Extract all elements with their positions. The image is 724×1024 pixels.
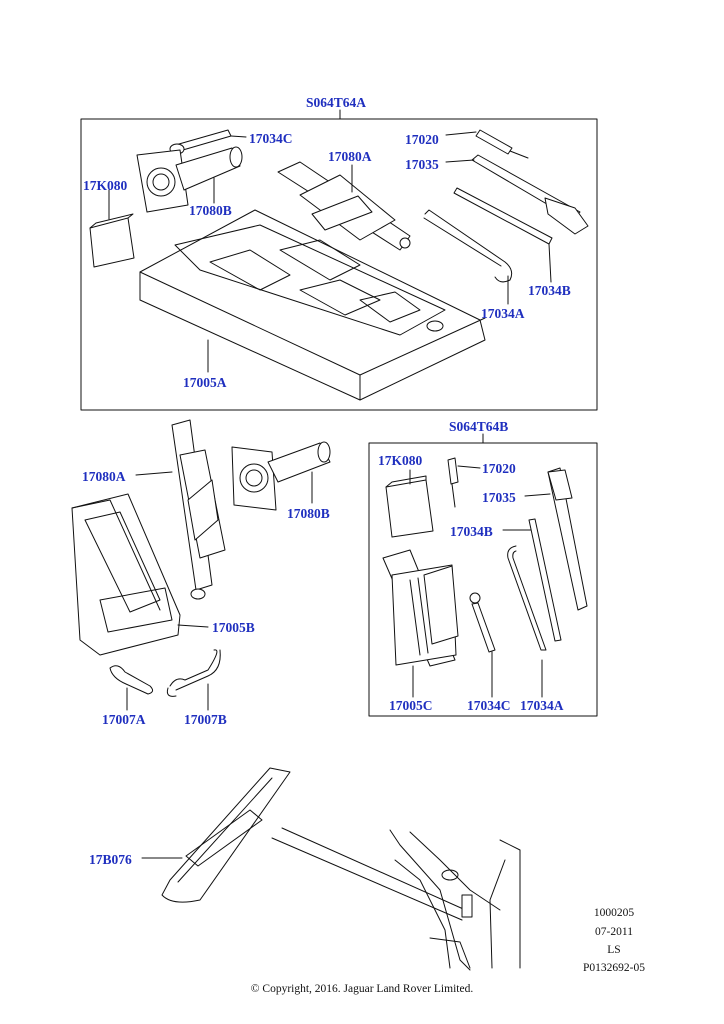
wheel-brace-17035-b-drawing xyxy=(524,467,588,611)
jack-tube-17080b-a-drawing xyxy=(136,146,243,213)
label-17k080-b: 17K080 xyxy=(378,453,423,468)
extension-bar-17034b-b-drawing xyxy=(502,518,562,642)
label-17034a-b: 17034A xyxy=(520,698,564,713)
foam-block-17005b-drawing xyxy=(71,493,209,656)
jack-tube-17080b-drawing xyxy=(231,441,331,511)
foam-tray-17005a-drawing xyxy=(139,209,486,401)
scissor-jack-17080a-a-drawing xyxy=(277,161,411,251)
foam-holder-17005c-drawing xyxy=(382,549,459,698)
label-17035-b: 17035 xyxy=(482,490,516,505)
kit-b-title: S064T64B xyxy=(449,419,509,434)
scissor-jack-17080a-drawing xyxy=(135,419,226,600)
reference-line-4: P0132692-05 xyxy=(583,962,645,974)
hook-bar-17034a-b-drawing xyxy=(507,545,547,698)
bracket-17b076-drawing xyxy=(141,767,291,903)
pouch-17k080-a-drawing xyxy=(89,189,135,268)
shackle-17007a-drawing xyxy=(109,665,154,711)
extension-bar-17034b-a-drawing xyxy=(453,187,553,283)
kit-a-title: S064T64A xyxy=(306,95,367,110)
label-17034c-b: 17034C xyxy=(467,698,511,713)
label-17080a-a: 17080A xyxy=(328,149,372,164)
screwdriver-17020-b-drawing xyxy=(447,457,481,508)
kit-a-frame xyxy=(80,118,598,411)
label-17b076: 17B076 xyxy=(89,852,132,867)
label-17k080-a: 17K080 xyxy=(83,178,128,193)
label-17080a: 17080A xyxy=(82,469,126,484)
label-17007b: 17007B xyxy=(184,712,227,727)
label-17080b: 17080B xyxy=(287,506,330,521)
copyright-notice: © Copyright, 2016. Jaguar Land Rover Lim… xyxy=(250,983,474,995)
label-17007a: 17007A xyxy=(102,712,146,727)
reference-line-3: LS xyxy=(607,944,621,956)
screwdriver-17020-a-drawing xyxy=(445,129,529,159)
label-17005a: 17005A xyxy=(183,375,227,390)
label-17005c: 17005C xyxy=(389,698,433,713)
reference-line-1: 1000205 xyxy=(593,907,635,919)
label-17034b-b: 17034B xyxy=(450,524,493,539)
label-17020-a: 17020 xyxy=(405,132,439,147)
label-17034c-a: 17034C xyxy=(249,131,293,146)
vehicle-location-drawing xyxy=(271,827,521,971)
pouch-17k080-b-drawing xyxy=(385,469,434,538)
label-17005b: 17005B xyxy=(212,620,255,635)
wrench-17034c-b-drawing xyxy=(469,592,496,698)
label-17034b-a: 17034B xyxy=(528,283,571,298)
hook-bar-17034a-a-drawing xyxy=(423,209,513,305)
label-17035-a: 17035 xyxy=(405,157,439,172)
wheel-brace-17035-a-drawing xyxy=(445,154,589,235)
label-17080b-a: 17080B xyxy=(189,203,232,218)
wire-hook-17007b-drawing xyxy=(166,649,221,711)
label-17034a-a: 17034A xyxy=(481,306,525,321)
label-17020-b: 17020 xyxy=(482,461,516,476)
reference-line-2: 07-2011 xyxy=(595,926,633,938)
